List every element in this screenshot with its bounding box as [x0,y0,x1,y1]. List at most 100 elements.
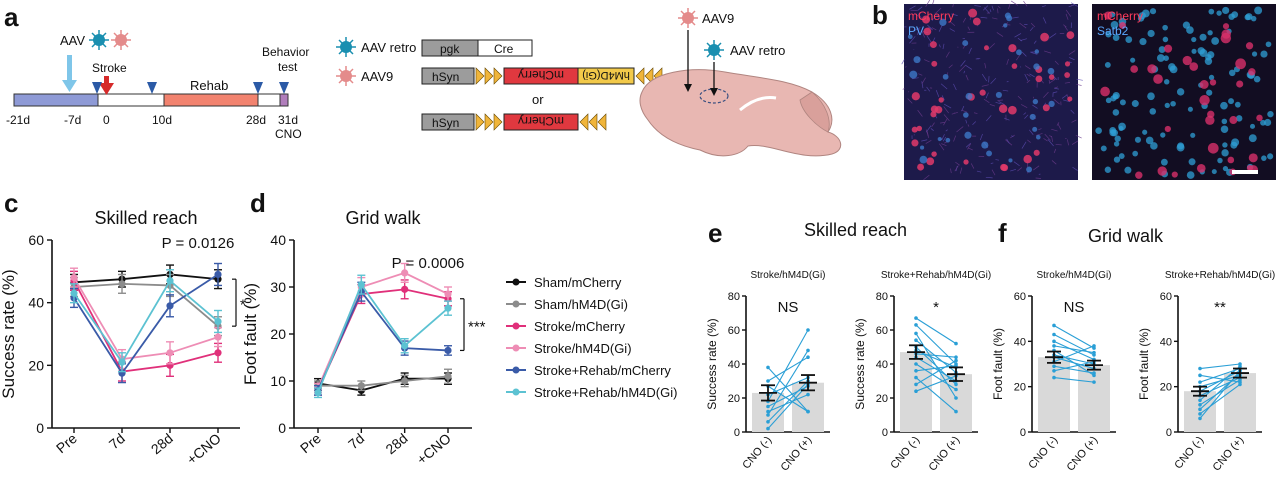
aav-label: AAV [60,33,85,48]
virus-icon-retro [704,40,724,60]
micrograph-cell [1008,158,1012,162]
y-tick-label: 40 [270,232,286,248]
paired-point [806,355,810,359]
y-axis-label: Foot fault (%) [241,283,260,385]
y-tick-label: 20 [876,393,888,405]
paired-point [1052,340,1056,344]
micrograph-cell [1228,157,1235,164]
y-tick-label: 0 [882,427,888,439]
micrograph-nucleus [1132,151,1138,157]
micrograph-nucleus [1165,103,1170,108]
micrograph-nucleus [1200,34,1207,41]
paired-point [1092,344,1096,348]
construct-pgk-label: pgk [440,42,460,56]
x-tick-label: CNO (-) [740,434,774,471]
legend-label: Stroke+Rehab/hM4D(Gi) [534,385,677,400]
micrograph-nucleus [1190,133,1195,138]
paired-point [806,328,810,332]
paired-point [1198,380,1202,384]
behavior-label-test: test [278,60,298,74]
micrograph-cell [930,111,936,117]
y-tick-label: 20 [28,357,44,373]
micrograph-nucleus [1207,30,1212,35]
micrograph-nucleus [1254,76,1261,83]
micrograph-cell [1130,65,1138,73]
paired-point [1092,351,1096,355]
y-tick-label: 80 [728,291,740,303]
micrograph-cell [1183,56,1192,65]
micrograph-label-mcherry: mCherry [908,9,954,23]
micrograph-nucleus [1183,22,1190,29]
y-axis-label: Foot fault (%) [991,328,1005,400]
micrograph-cell [1065,61,1070,66]
micrograph-cell [1030,114,1036,120]
micrograph-nucleus [1150,142,1158,150]
micrograph-cell [923,28,931,36]
series-line [318,289,448,390]
micrograph-nucleus [1231,11,1238,18]
y-axis-label: Success rate (%) [0,269,18,398]
data-point [444,347,451,354]
p-value-annotation: P = 0.0126 [162,235,235,252]
paired-point [1052,369,1056,373]
micrograph-cell [1172,171,1178,177]
y-tick-label: 0 [1020,427,1026,439]
paired-point [766,405,770,409]
micrograph-cell [1006,15,1012,21]
micrograph-cell [1205,116,1214,125]
y-axis-label: Foot fault (%) [1137,328,1151,400]
timeline-tick: -21d [6,113,30,127]
paired-point [1198,367,1202,371]
micrograph-cell [909,71,917,79]
legend-marker [513,367,520,374]
legend-label: Sham/hM4D(Gi) [534,297,628,312]
data-point [70,290,77,297]
data-point [358,281,365,288]
paired-point [1238,378,1242,382]
micrograph-nucleus [1267,111,1273,117]
paired-point [1198,408,1202,412]
micrograph-nucleus [1266,41,1272,47]
series-line [318,379,448,391]
x-tick-label: 7d [106,430,128,452]
micrograph-cell [930,41,937,48]
micrograph-cell [1048,101,1054,107]
micrograph-nucleus [1105,167,1111,173]
legend-marker [513,301,520,308]
micrograph-nucleus [1114,141,1119,146]
micrograph-nucleus [1119,126,1124,131]
y-tick-label: 60 [28,232,44,248]
significance-marker: *** [468,319,486,336]
paired-point [914,362,918,366]
virus-icon-retro [89,30,109,50]
micrograph-nucleus [1120,99,1126,105]
micrograph-nucleus [1208,9,1214,15]
micrograph-nucleus [1147,30,1154,37]
micrograph-nucleus [1212,169,1217,174]
micrograph-cell [1147,64,1156,73]
y-tick-label: 40 [876,359,888,371]
data-point [166,302,173,309]
micrograph-nucleus [1105,62,1111,68]
data-point [214,318,221,325]
x-tick-label: CNO (+) [779,434,815,473]
micrograph-cell [1034,150,1040,156]
y-tick-label: 20 [270,326,286,342]
data-point [214,271,221,278]
micrograph-cell [1164,45,1172,53]
construct-cre-label: Cre [494,42,514,56]
micrograph-nucleus [1162,25,1168,31]
micrograph-cell [980,90,986,96]
legend-label: Stroke/mCherry [534,319,626,334]
data-point [401,377,408,384]
x-tick-label: 28d [148,430,176,457]
test-marker-icon [253,82,263,94]
virus-icon-aav9 [111,30,131,50]
micrograph-cell [981,142,988,149]
timeline-tick: 31d [278,113,298,127]
micrograph-nucleus [1113,92,1120,99]
micrograph-cell [939,97,944,102]
lox-sites-icon [476,68,502,84]
y-tick-label: 60 [876,325,888,337]
